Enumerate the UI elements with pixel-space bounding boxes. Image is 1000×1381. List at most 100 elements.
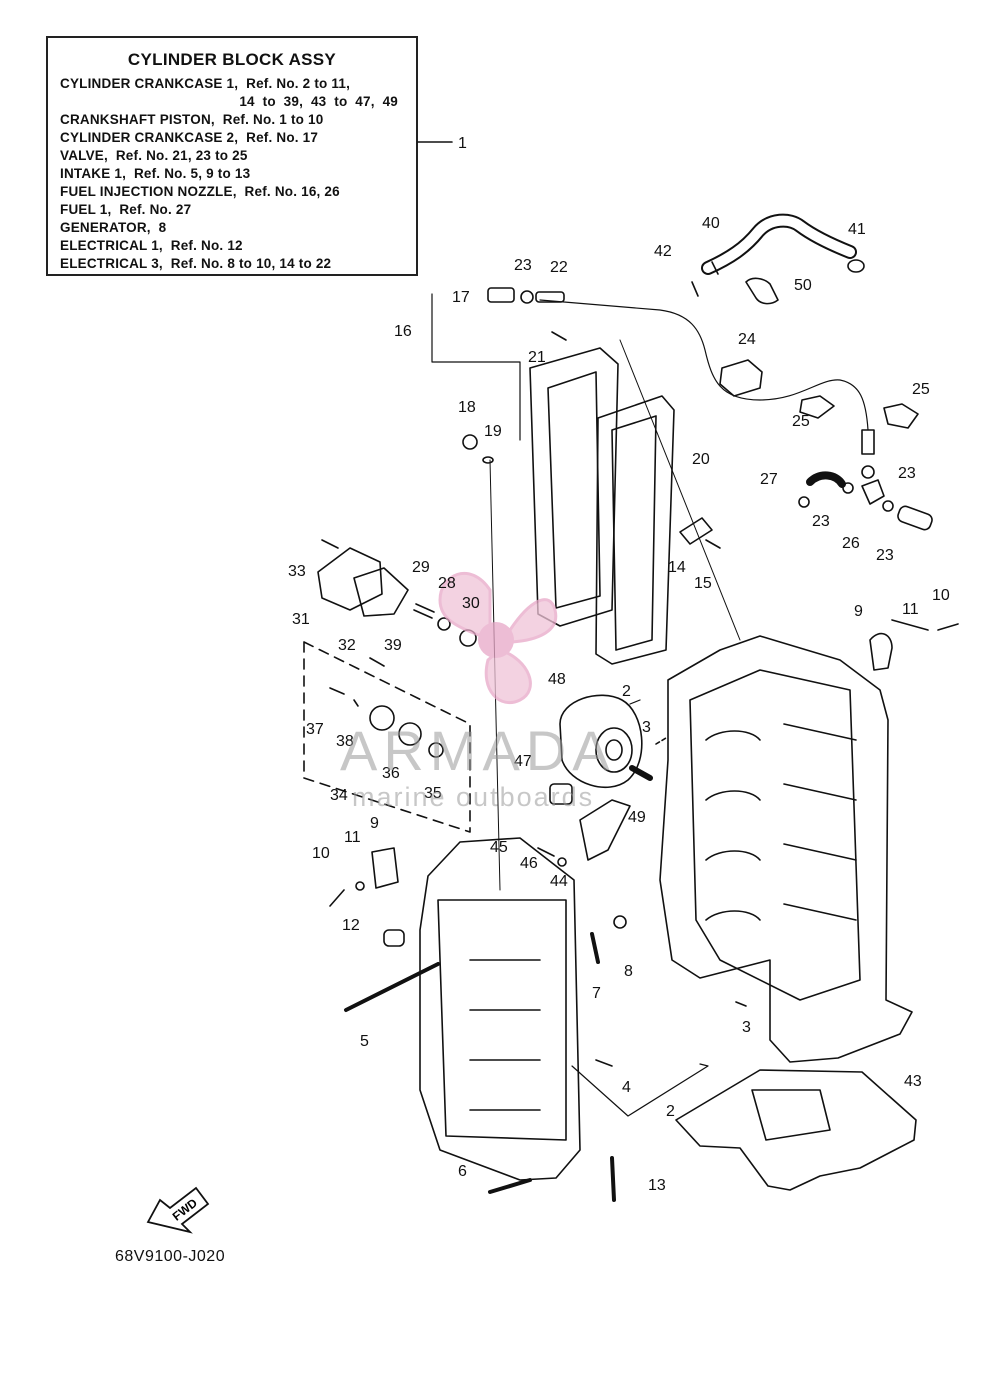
callout-39: 39 <box>384 637 402 654</box>
callout-32: 32 <box>338 637 356 654</box>
callout-41: 41 <box>848 221 866 238</box>
crankcase <box>419 837 581 1181</box>
bearing-journals <box>705 730 761 921</box>
callout-36: 36 <box>382 765 400 782</box>
info-line: CRANKSHAFT PISTON, Ref. No. 1 to 10 <box>60 112 324 127</box>
cylinder-block <box>659 635 913 1063</box>
group-16-bracket <box>431 293 521 441</box>
cover-plate-inner <box>547 371 601 609</box>
hose-end <box>711 261 719 275</box>
holder-25b <box>883 403 919 429</box>
callout-34: 34 <box>330 787 348 804</box>
info-line: ELECTRICAL 3, Ref. No. 8 to 10, 14 to 22 <box>60 256 332 271</box>
dowel-3b <box>735 1001 747 1007</box>
callout-2b: 2 <box>666 1103 675 1120</box>
bolt-6 <box>488 1178 532 1194</box>
bracket-9 <box>869 632 893 671</box>
info-line: VALVE, Ref. No. 21, 23 to 25 <box>60 148 248 163</box>
bracket-9b <box>371 847 399 889</box>
callout-37: 37 <box>306 721 324 738</box>
callout-9: 9 <box>854 603 863 620</box>
callout-8: 8 <box>624 963 633 980</box>
callout-47: 47 <box>514 753 532 770</box>
dowel-3 <box>655 737 667 745</box>
watermark-brand: ARMADA <box>340 719 616 782</box>
filter-hole <box>605 739 623 761</box>
group-34-outline <box>303 641 471 833</box>
info-line: CYLINDER CRANKCASE 2, Ref. No. 17 <box>60 130 319 145</box>
callout-25b: 25 <box>792 413 810 430</box>
ring-23c <box>842 482 854 494</box>
callout-33: 33 <box>288 563 306 580</box>
block-ribs <box>783 723 857 921</box>
watermark-tagline: marine outboards <box>352 782 595 812</box>
callout-11b: 11 <box>344 829 361 846</box>
valve-28 <box>437 617 451 631</box>
hose-27 <box>806 471 846 488</box>
info-line: GENERATOR, 8 <box>60 220 167 235</box>
callout-42: 42 <box>654 243 672 260</box>
callout-16: 16 <box>394 323 412 340</box>
hose-22 <box>535 291 565 303</box>
link-11 <box>891 619 929 631</box>
callout-10: 10 <box>932 587 950 604</box>
group-2-bracket <box>571 699 709 1117</box>
hose-40-inner <box>703 215 855 273</box>
washer-38 <box>353 699 359 707</box>
callout-27: 27 <box>760 471 778 488</box>
callout-21: 21 <box>528 349 546 366</box>
ring-23b <box>861 465 875 479</box>
callout-9b: 9 <box>370 815 379 832</box>
callout-11: 11 <box>902 601 919 618</box>
callout-30: 30 <box>462 595 480 612</box>
bolt-5 <box>344 962 440 1012</box>
callout-29: 29 <box>412 559 430 576</box>
callout-50: 50 <box>794 277 812 294</box>
assembly-title: CYLINDER BLOCK ASSY <box>127 50 337 69</box>
callout-24: 24 <box>738 331 756 348</box>
bolt-33 <box>321 539 339 549</box>
plug-18 <box>462 434 478 450</box>
bolt-4 <box>595 1059 613 1067</box>
cover-plate <box>529 347 619 627</box>
callout-labels: 1 2 2 3 3 4 5 6 7 8 9 9 10 10 11 11 12 1… <box>288 135 950 1194</box>
spring-29 <box>413 603 435 619</box>
bolt-21 <box>551 331 567 341</box>
bolt-15 <box>705 539 721 549</box>
line-end <box>861 429 875 455</box>
holder-24 <box>719 359 763 397</box>
propeller-watermark <box>438 571 558 705</box>
bolt-45 <box>537 847 555 857</box>
bolt-10 <box>937 623 959 631</box>
crankcase-face <box>437 899 567 1141</box>
filter-face <box>595 727 633 773</box>
callout-4: 4 <box>622 1079 631 1096</box>
bolt-7 <box>590 932 600 964</box>
alignment-line <box>619 339 741 641</box>
callout-31: 31 <box>292 611 310 628</box>
callout-23b: 23 <box>898 465 916 482</box>
callout-2: 2 <box>622 683 631 700</box>
info-line: CYLINDER CRANKCASE 1, Ref. No. 2 to 11, <box>60 76 351 91</box>
callout-26: 26 <box>842 535 860 552</box>
gasket-20 <box>595 395 675 665</box>
bolt-39 <box>369 657 385 667</box>
plug-17 <box>487 287 515 303</box>
callout-48: 48 <box>548 671 566 688</box>
assembly-info-box: CYLINDER BLOCK ASSY CYLINDER CRANKCASE 1… <box>46 36 418 276</box>
callout-20: 20 <box>692 451 710 468</box>
cap-35 <box>428 742 444 758</box>
hub <box>478 622 514 658</box>
info-line: FUEL INJECTION NOZZLE, Ref. No. 16, 26 <box>60 184 340 199</box>
callout-12: 12 <box>342 917 360 934</box>
bolt-37 <box>329 687 345 695</box>
oil-filter-48 <box>559 694 643 789</box>
callout-14: 14 <box>668 559 686 576</box>
clip-42 <box>691 281 699 297</box>
bolt-10b <box>329 889 345 907</box>
hose-piece <box>897 505 933 531</box>
washer-11b <box>355 881 365 891</box>
callout-45: 45 <box>490 839 508 856</box>
callout-46: 46 <box>520 855 538 872</box>
holder-50 <box>745 277 779 305</box>
